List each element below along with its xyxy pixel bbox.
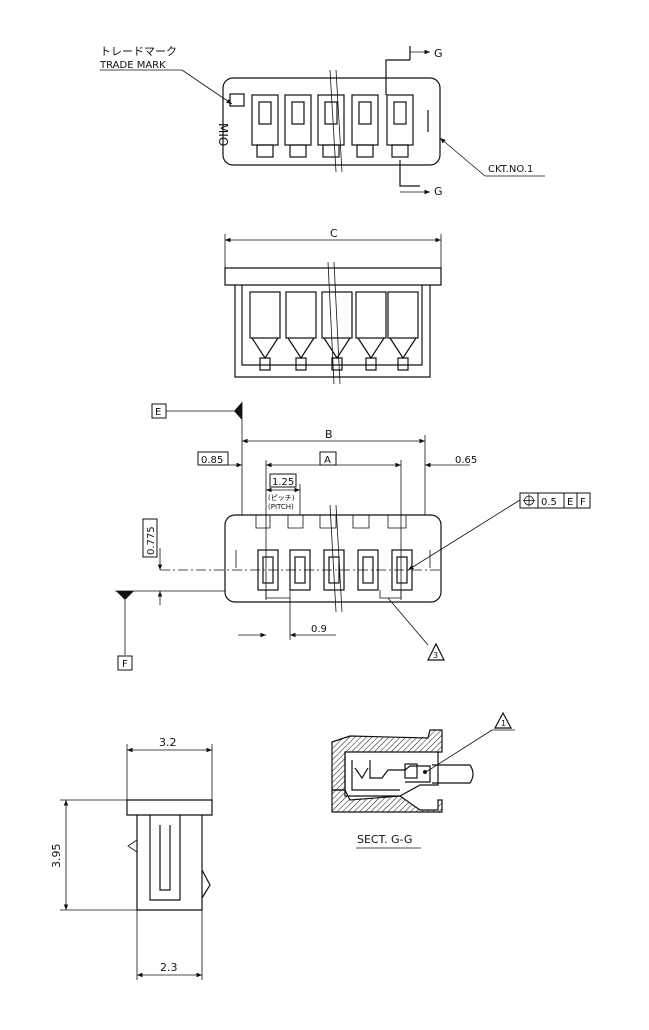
front-view: C	[224, 227, 442, 385]
svg-text:MIO: MIO	[216, 123, 230, 146]
side-view: 3.2 3.95 2.3	[50, 736, 213, 980]
dimension-2-3: 2.3	[160, 961, 178, 974]
note-1-marker: 1	[501, 719, 506, 728]
tolerance-ref-e: E	[567, 497, 573, 508]
datum-f-label: F	[122, 659, 128, 670]
dimension-a: A	[324, 455, 331, 466]
dimension-0-775: 0.775	[146, 526, 157, 555]
tolerance-ref-f: F	[580, 497, 586, 508]
bottom-view: E B 0.85 A 0.65 1.25 (ピッチ) (PITCH)	[115, 402, 591, 671]
section-marker-bottom: G	[434, 185, 443, 198]
section-title: SECT. G-G	[357, 833, 412, 846]
trademark-en-label: TRADE MARK	[99, 60, 166, 71]
dimension-1-25: 1.25	[272, 477, 294, 488]
section-marker-top: G	[434, 47, 443, 60]
trademark-jp-label: トレードマーク	[100, 45, 177, 58]
note-3-marker: 3	[433, 651, 438, 660]
dimension-0-85: 0.85	[201, 455, 223, 466]
section-housing-top	[331, 729, 443, 791]
tolerance-value: 0.5	[541, 497, 557, 508]
dimension-0-9: 0.9	[311, 624, 327, 635]
pitch-en-label: (PITCH)	[268, 503, 294, 511]
dimension-3-95: 3.95	[50, 844, 63, 869]
section-view: 1 SECT. G-G	[331, 711, 515, 849]
dimension-c: C	[330, 227, 338, 240]
top-view: トレードマーク TRADE MARK MIO G G	[99, 45, 545, 198]
top-view-contacts	[251, 94, 414, 158]
circuit-number-label: CKT.NO.1	[488, 164, 533, 175]
dimension-b: B	[325, 428, 333, 441]
datum-e-label: E	[155, 407, 161, 418]
dimension-3-2: 3.2	[159, 736, 177, 749]
pitch-jp-label: (ピッチ)	[268, 494, 295, 502]
section-housing-bottom	[331, 789, 443, 813]
dimension-0-65: 0.65	[455, 455, 477, 466]
